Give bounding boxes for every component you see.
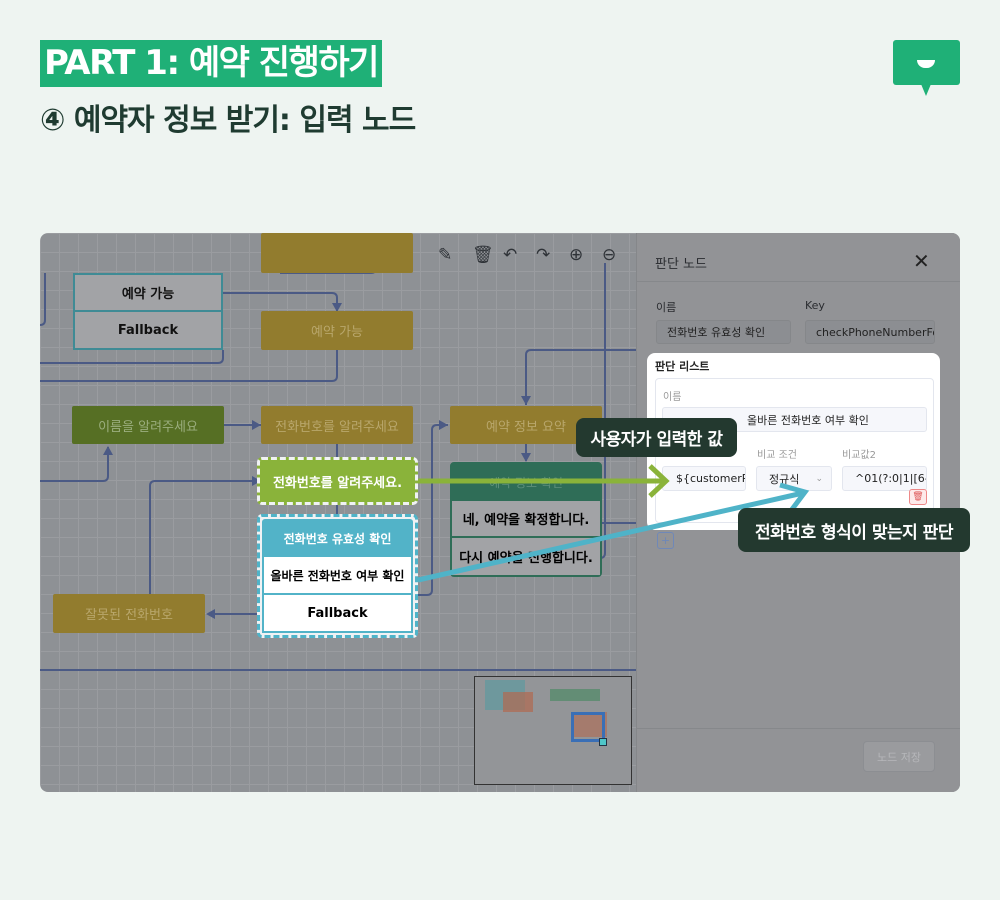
- callout-judge-format: 전화번호 형식이 맞는지 판단: [738, 508, 970, 552]
- node-reservation-available[interactable]: 예약 가능: [261, 311, 413, 350]
- judge-list-section: 판단 리스트 이름 올바른 전화번호 여부 확인 비교 조건 비교값2 ${cu…: [647, 353, 940, 530]
- node-ask-phone[interactable]: 전화번호를 알려주세요: [261, 406, 413, 444]
- part-title: PART 1: 예약 진행하기: [40, 40, 382, 87]
- close-icon[interactable]: ✕: [913, 249, 930, 273]
- judge-list-title: 판단 리스트: [655, 360, 710, 373]
- item-name-label: 이름: [663, 392, 682, 403]
- option-validate-fallback[interactable]: Fallback: [262, 595, 413, 633]
- undo-icon[interactable]: ↶: [503, 245, 518, 265]
- name-input[interactable]: 전화번호 유효성 확인: [656, 320, 791, 344]
- value2-input[interactable]: ^01(?:0|1|[6-9: [842, 466, 927, 491]
- node-ask-name[interactable]: 이름을 알려주세요: [72, 406, 224, 444]
- zoom-in-icon[interactable]: ⊕: [569, 245, 584, 265]
- step-subtitle: ④ 예약자 정보 받기: 입력 노드: [40, 103, 416, 138]
- option-fallback[interactable]: Fallback: [73, 310, 223, 350]
- key-label: Key: [805, 299, 825, 312]
- redo-icon[interactable]: ↷: [536, 245, 551, 265]
- add-condition-button[interactable]: +: [657, 532, 674, 549]
- brand-logo-icon: [893, 40, 960, 96]
- connector-lines: [40, 263, 636, 671]
- name-label: 이름: [656, 301, 677, 314]
- node-validate-phone[interactable]: 전화번호 유효성 확인 올바른 전화번호 여부 확인 Fallback: [257, 514, 418, 638]
- node-wrong-phone[interactable]: 잘못된 전화번호: [53, 594, 205, 633]
- minimap[interactable]: [474, 676, 632, 785]
- trash-icon[interactable]: 🗑: [472, 245, 494, 265]
- delete-condition-icon[interactable]: 🗑: [909, 489, 927, 505]
- pencil-icon[interactable]: ✎: [438, 245, 453, 265]
- key-input[interactable]: checkPhoneNumberFor: [805, 320, 935, 344]
- node-validate-phone-title: 전화번호 유효성 확인: [262, 519, 413, 557]
- condition-value: 정규식: [769, 472, 800, 486]
- condition-label: 비교 조건: [757, 450, 797, 461]
- option-confirm-yes[interactable]: 네, 예약을 확정합니다.: [452, 501, 600, 538]
- value2-label: 비교값2: [842, 450, 876, 461]
- flow-node-top[interactable]: [261, 233, 413, 273]
- minimap-resize-handle[interactable]: [599, 738, 607, 746]
- judge-item-card: 이름 올바른 전화번호 여부 확인 비교 조건 비교값2 ${customerP…: [655, 378, 934, 523]
- node-ask-phone-input[interactable]: 전화번호를 알려주세요.: [257, 457, 418, 505]
- judge-arrowhead-icon: [779, 482, 810, 514]
- panel-title: 판단 노드: [655, 257, 707, 272]
- callout-user-input: 사용자가 입력한 값: [576, 418, 737, 457]
- minimap-viewport[interactable]: [571, 712, 605, 742]
- zoom-out-icon[interactable]: ⊖: [602, 245, 617, 265]
- judge-arrow: [417, 490, 804, 583]
- node-ask-phone-input-label: 전화번호를 알려주세요.: [262, 462, 413, 500]
- save-node-button[interactable]: 노드 저장: [863, 741, 935, 772]
- chevron-down-icon: ⌄: [815, 473, 823, 484]
- option-valid-phone[interactable]: 올바른 전화번호 여부 확인: [262, 557, 413, 595]
- input-arrowhead-icon: [648, 464, 670, 498]
